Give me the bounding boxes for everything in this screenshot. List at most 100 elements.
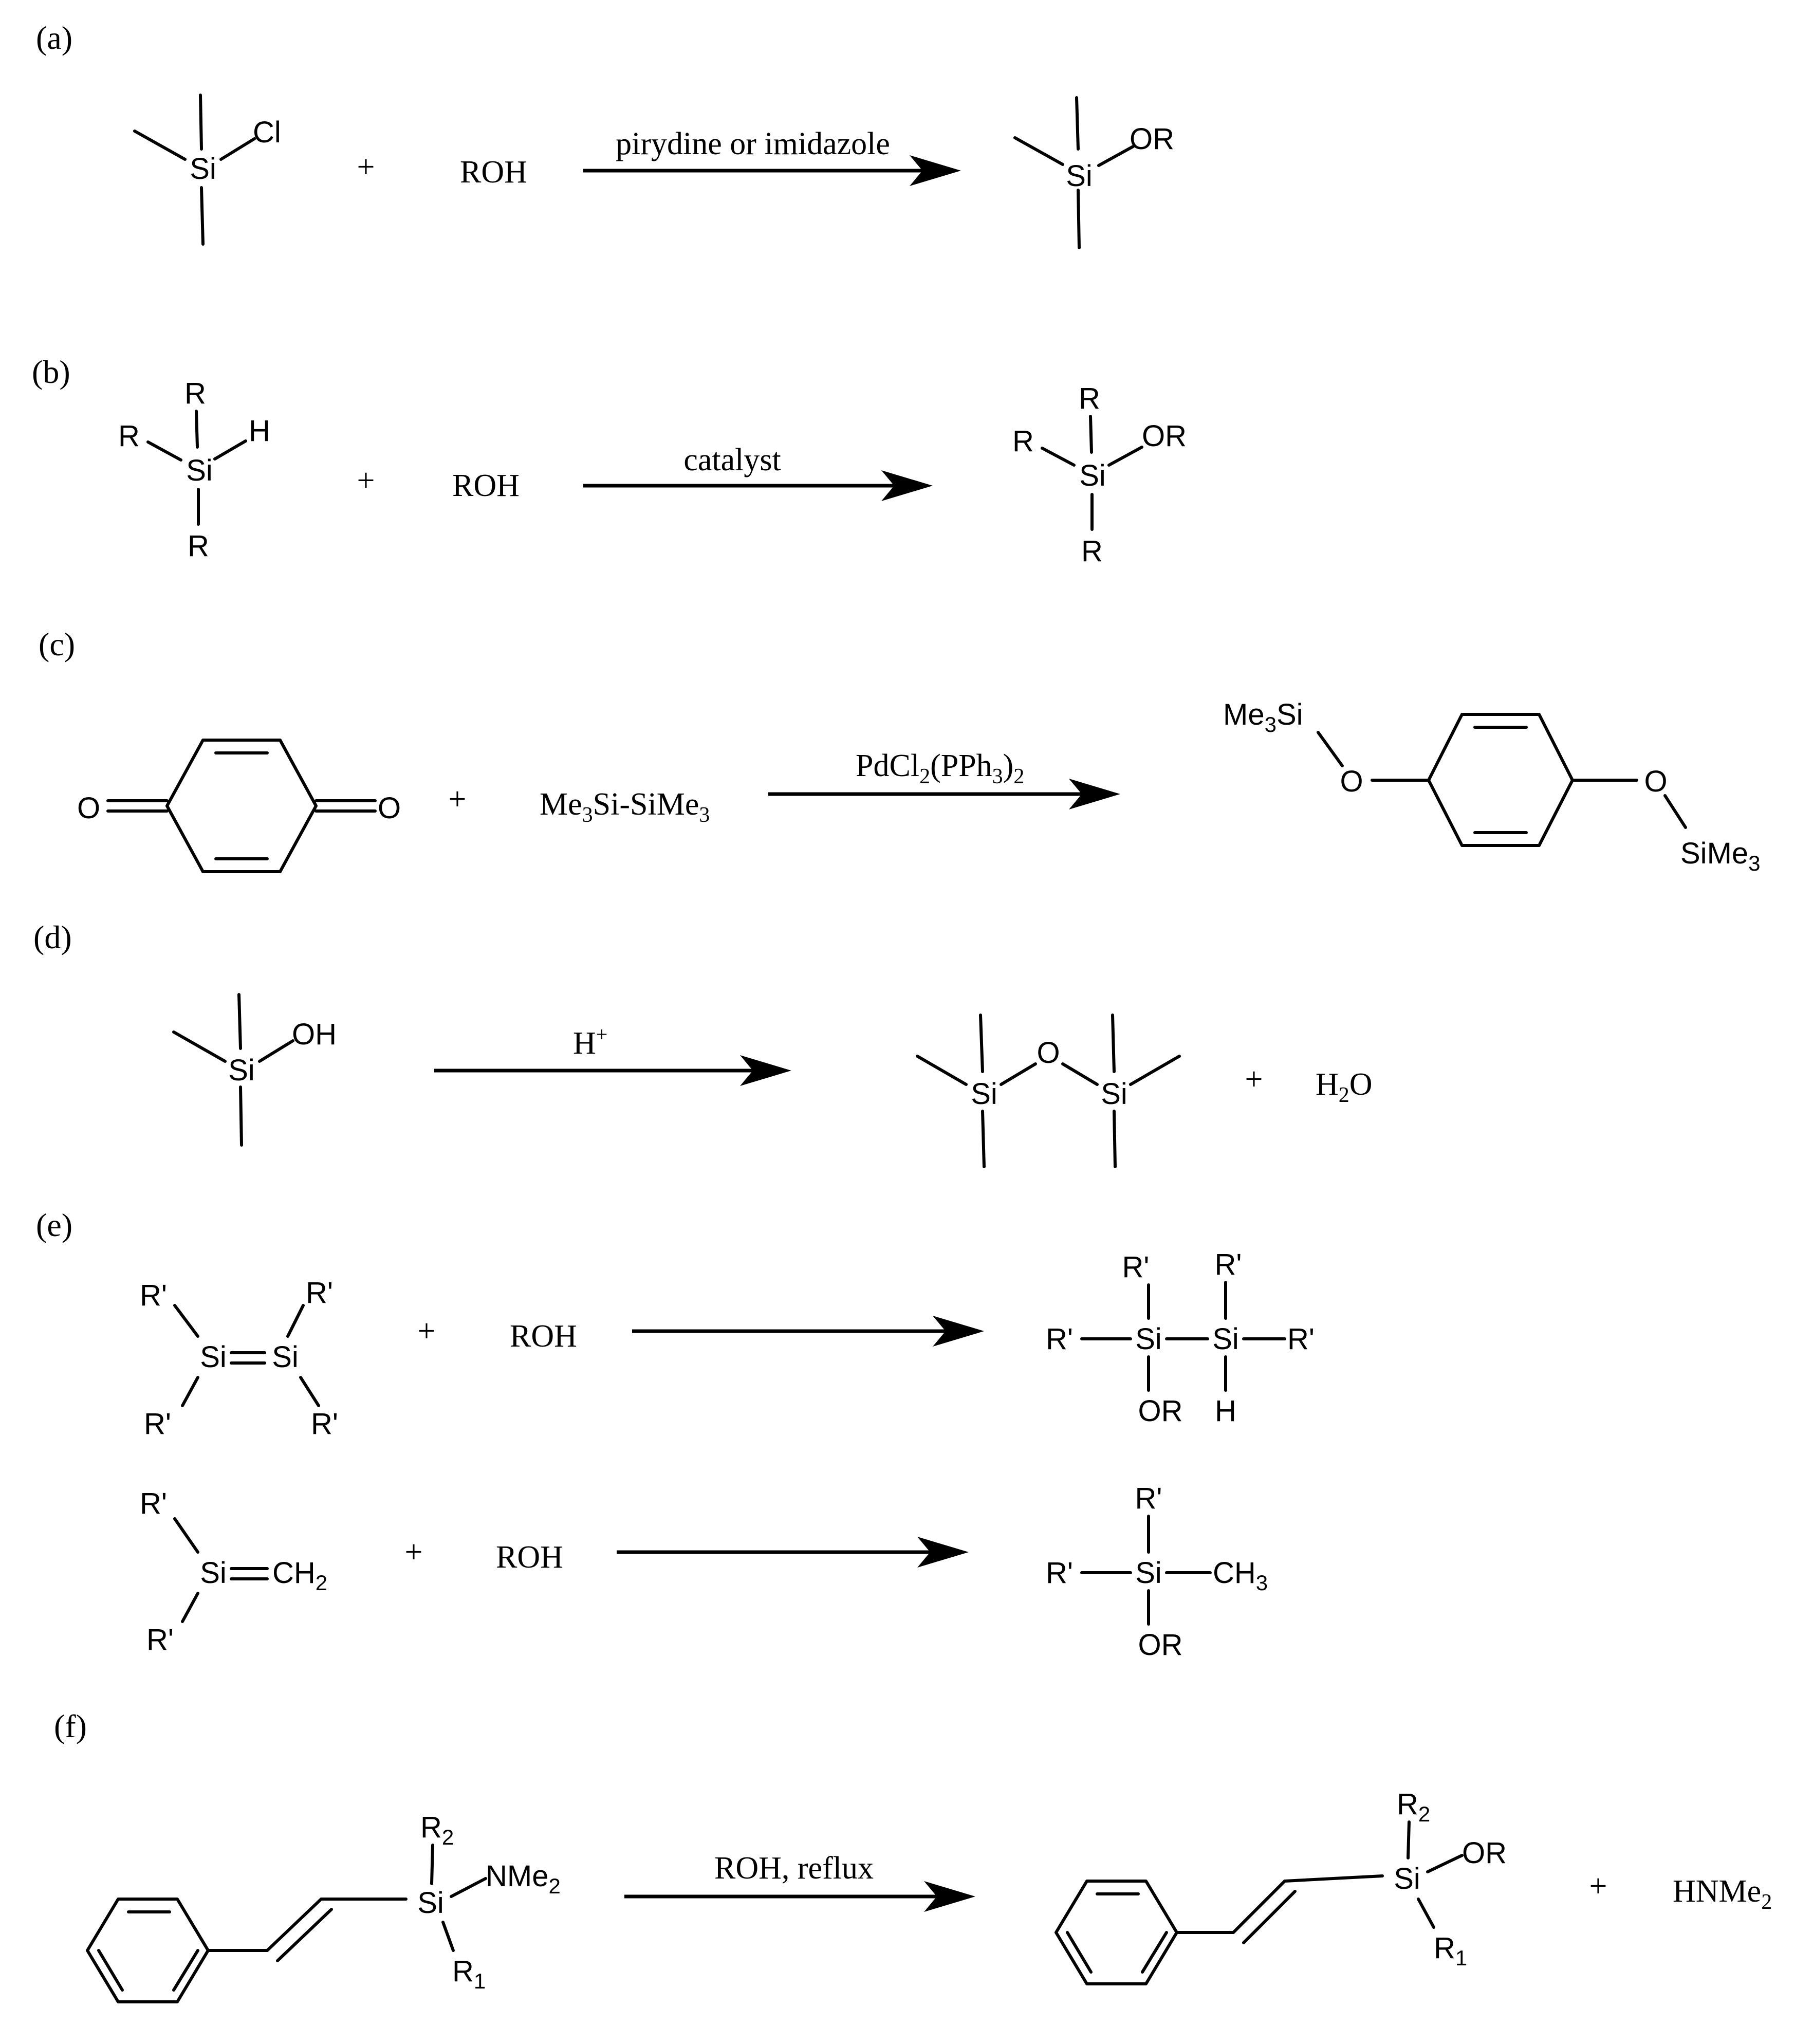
atom-cl: Cl — [253, 116, 281, 149]
product-styryl-alkoxysilane: Si R2 OR R1 — [1054, 1788, 1507, 1985]
reaction-arrow — [768, 779, 1120, 809]
atom-o: O — [1340, 765, 1363, 798]
group-methyl: CH3 — [1213, 1556, 1268, 1595]
reactant-trimethylsilyl-chloride: Si Cl — [133, 94, 281, 246]
atom-si: Si — [971, 1077, 997, 1111]
substituent-r1: R1 — [452, 1955, 486, 1993]
atom-r-prime: R' — [1215, 1248, 1242, 1281]
atom-or: OR — [1138, 1394, 1183, 1428]
reaction-arrow — [617, 1537, 969, 1568]
atom-si: Si — [1394, 1862, 1420, 1895]
reagent-roh: ROH — [496, 1540, 563, 1575]
panel-a: (a) Si Cl + ROH pirydine or imidazole Si… — [36, 20, 1174, 249]
reaction-arrow — [632, 1316, 984, 1347]
reactant-benzoquinone: O O — [77, 739, 401, 873]
atom-si: Si — [1212, 1322, 1239, 1356]
atom-h: H — [1215, 1394, 1236, 1428]
reagent-roh: ROH — [460, 155, 527, 190]
atom-si: Si — [272, 1340, 299, 1374]
atom-r: R — [188, 529, 209, 563]
atom-or: OR — [1462, 1836, 1507, 1870]
plus-sign: + — [1245, 1062, 1263, 1097]
reaction-arrow — [583, 155, 961, 186]
atom-si: Si — [1135, 1556, 1162, 1590]
product-hexamethyldisiloxane: Si O Si — [916, 1014, 1181, 1168]
plus-sign: + — [1589, 1869, 1607, 1904]
atom-si: Si — [1135, 1322, 1162, 1356]
atom-o: O — [1037, 1036, 1060, 1070]
atom-o: O — [1644, 765, 1667, 798]
group-methylene: CH2 — [272, 1556, 327, 1595]
group-trimethylsilyl: SiMe3 — [1680, 837, 1761, 875]
group-dimethylamino: NMe2 — [486, 1859, 561, 1898]
atom-o: O — [378, 791, 401, 825]
atom-or: OR — [1130, 122, 1174, 156]
atom-r-prime: R' — [144, 1407, 171, 1441]
atom-r-prime: R' — [311, 1407, 338, 1441]
product-trialkylsilyl-ether: R R Si OR R — [1012, 382, 1187, 568]
group-trimethylsilyl: Me3Si — [1223, 698, 1303, 736]
atom-r: R — [118, 419, 140, 453]
reagent-roh: ROH — [452, 468, 520, 503]
reaction-condition: ROH, reflux — [714, 1851, 874, 1886]
product-silyl-ether: Si OR — [1013, 96, 1174, 249]
substituent-r2: R2 — [420, 1811, 454, 1849]
atom-r-prime: R' — [1046, 1322, 1073, 1356]
panel-label-b: (b) — [32, 354, 70, 390]
atom-si: Si — [186, 454, 213, 487]
atom-si: Si — [1066, 159, 1093, 193]
reactant-disilene: R' Si Si R' R' R' — [140, 1276, 338, 1441]
panel-label-e: (e) — [36, 1207, 72, 1243]
byproduct-dimethylamine: HNMe2 — [1673, 1874, 1772, 1914]
atom-r: R — [1012, 425, 1034, 458]
atom-si: Si — [190, 152, 216, 186]
atom-r-prime: R' — [140, 1279, 167, 1312]
atom-si: Si — [228, 1054, 255, 1087]
atom-si: Si — [417, 1886, 444, 1920]
reaction-arrow — [624, 1881, 975, 1912]
reaction-arrow — [434, 1055, 791, 1086]
atom-oh: OH — [292, 1018, 337, 1051]
panel-c: (c) O O + Me3Si-SiMe3 PdCl2(PPh3)2 O — [39, 626, 1761, 875]
atom-r-prime: R' — [306, 1276, 333, 1310]
atom-r: R — [1079, 382, 1100, 415]
reaction-condition: H+ — [573, 1023, 607, 1061]
reaction-condition: pirydine or imidazole — [616, 126, 890, 161]
plus-sign: + — [357, 463, 375, 498]
panel-f: (f) Si R2 NMe2 R1 ROH, reflux — [54, 1708, 1772, 2003]
atom-r-prime: R' — [1135, 1482, 1162, 1515]
atom-r: R — [184, 377, 206, 410]
atom-r-prime: R' — [1287, 1322, 1315, 1356]
reagent-hexamethyldisilane: Me3Si-SiMe3 — [540, 787, 710, 827]
plus-sign: + — [418, 1314, 436, 1349]
reactant-silene: R' Si CH2 R' — [140, 1487, 327, 1656]
product-bis-silyloxy-cyclohexadiene: O O Me3Si SiMe3 — [1223, 698, 1761, 875]
atom-r-prime: R' — [1046, 1556, 1073, 1590]
panel-label-f: (f) — [54, 1708, 87, 1744]
substituent-r1: R1 — [1434, 1931, 1467, 1970]
atom-or: OR — [1142, 419, 1187, 453]
reaction-condition: PdCl2(PPh3)2 — [856, 748, 1024, 788]
atom-r-prime: R' — [146, 1623, 174, 1656]
atom-or: OR — [1138, 1628, 1183, 1662]
plus-sign: + — [405, 1535, 423, 1570]
atom-si: Si — [200, 1556, 227, 1590]
atom-h: H — [249, 414, 270, 448]
atom-si: Si — [200, 1340, 227, 1374]
reagent-roh: ROH — [510, 1319, 577, 1354]
atom-si: Si — [1079, 459, 1106, 492]
atom-r-prime: R' — [140, 1487, 167, 1520]
product-alkoxydisilane: R' R' R' Si Si R' OR H — [1046, 1248, 1315, 1428]
plus-sign: + — [357, 150, 375, 185]
panel-e: (e) R' Si Si R' R' R' + ROH R' R' R' — [36, 1207, 1315, 1662]
atom-r: R — [1081, 535, 1103, 568]
reaction-condition: catalyst — [683, 443, 781, 477]
panel-b: (b) R R Si H R + ROH catalyst R R Si — [32, 354, 1187, 568]
panel-d: (d) Si OH H+ Si O Si + H2O — [33, 919, 1373, 1168]
reactant-trimethylsilanol: Si OH — [172, 993, 337, 1147]
substituent-r2: R2 — [1397, 1788, 1430, 1826]
reactant-trialkylsilane: R R Si H R — [118, 377, 270, 563]
atom-si: Si — [1101, 1077, 1127, 1111]
panel-label-a: (a) — [36, 20, 72, 56]
